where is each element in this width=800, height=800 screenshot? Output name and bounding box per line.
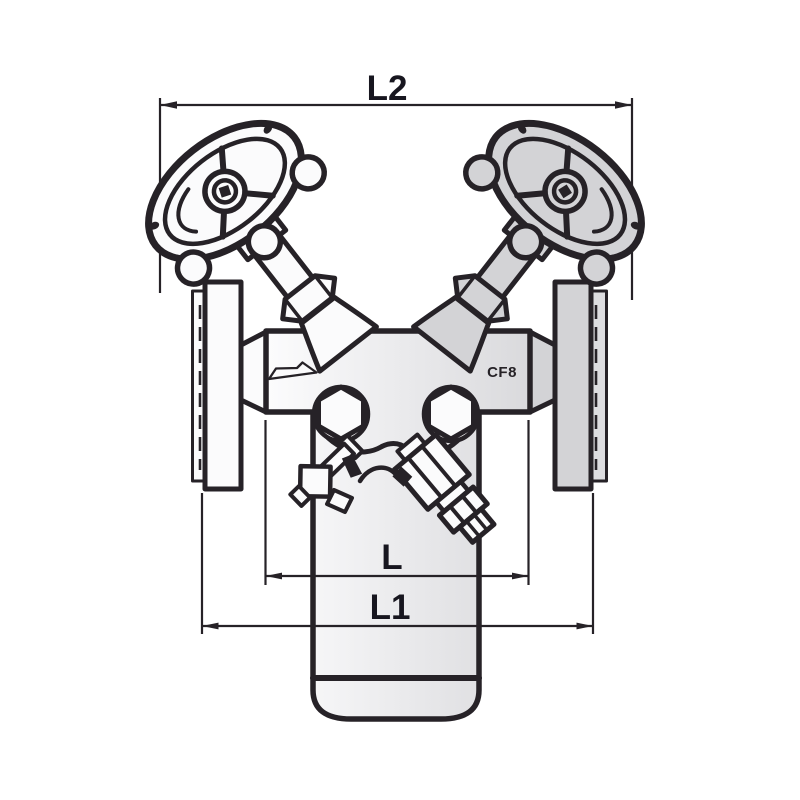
arrowhead-left [265,572,282,580]
handwheel-knob [463,154,501,192]
purge-block-flat-line [421,445,457,487]
purge-handle [392,466,413,487]
rim-hole [630,221,641,230]
arrowhead-right [512,572,529,580]
rim-hole [517,124,527,134]
stem-nut [558,184,572,199]
handwheel-knob [174,249,213,287]
packing-nut-flat [455,274,477,300]
flange-right-stub [527,329,558,415]
stem-nut [218,185,232,198]
packing-nut-flat [283,297,305,323]
valve-unit-left [145,119,379,374]
handwheel-knob [506,223,545,261]
bleed-handle [341,454,363,478]
purge-tip-line [473,513,489,532]
flange-left-stub [238,329,269,415]
purge-valve-right [391,432,497,545]
dimension-l1: L1 [200,493,595,634]
handwheel-right [463,119,645,287]
bleed-fitting-left-nub [325,488,354,514]
packing-nut-flat [313,274,335,300]
dimension-l: L [264,420,530,585]
rim-hole [263,124,273,134]
purge-hex-flat-line [448,505,466,525]
arrowhead-right [576,622,593,630]
flange-left-plate [202,279,244,492]
flow-direction-arrow-icon [267,361,318,381]
flange-right-plate [552,279,594,492]
valve-unit-right [411,119,645,374]
handwheel-rim-inner [502,136,628,247]
handwheel-knob [577,249,616,287]
handwheel-knob [289,154,327,192]
rim-hole [149,221,160,230]
purge-tip-line [465,520,481,538]
purge-block-flat-line [407,457,443,499]
purge-bolt-tip [457,506,497,545]
bleed-knob [297,463,333,499]
bleed-tip [288,484,313,508]
handwheel-rim-inner [162,136,288,247]
flange-left [191,279,269,492]
dimension-l2-label: L2 [367,69,408,108]
handwheel-left [145,119,327,287]
arrowhead-right [615,101,632,109]
dimension-l-label: L [381,538,402,577]
flange-right-backplate [590,289,608,483]
purge-hex-flat-line [461,494,478,515]
material-marking: CF8 [487,364,517,381]
handwheel-face-arc [176,187,199,234]
bolt-hex-right [426,384,476,442]
dimension-l1-label: L1 [370,588,411,627]
handwheel-knob [245,223,284,261]
bolt-hex-left [316,384,366,442]
arrowhead-left [202,622,219,630]
bleed-fitting-left [288,433,365,508]
handwheel-face-arc [591,187,614,234]
packing-nut-flat [485,297,507,323]
arrowhead-left [160,101,177,109]
flange-right [527,279,608,492]
dimension-l2: L2 [158,69,634,300]
